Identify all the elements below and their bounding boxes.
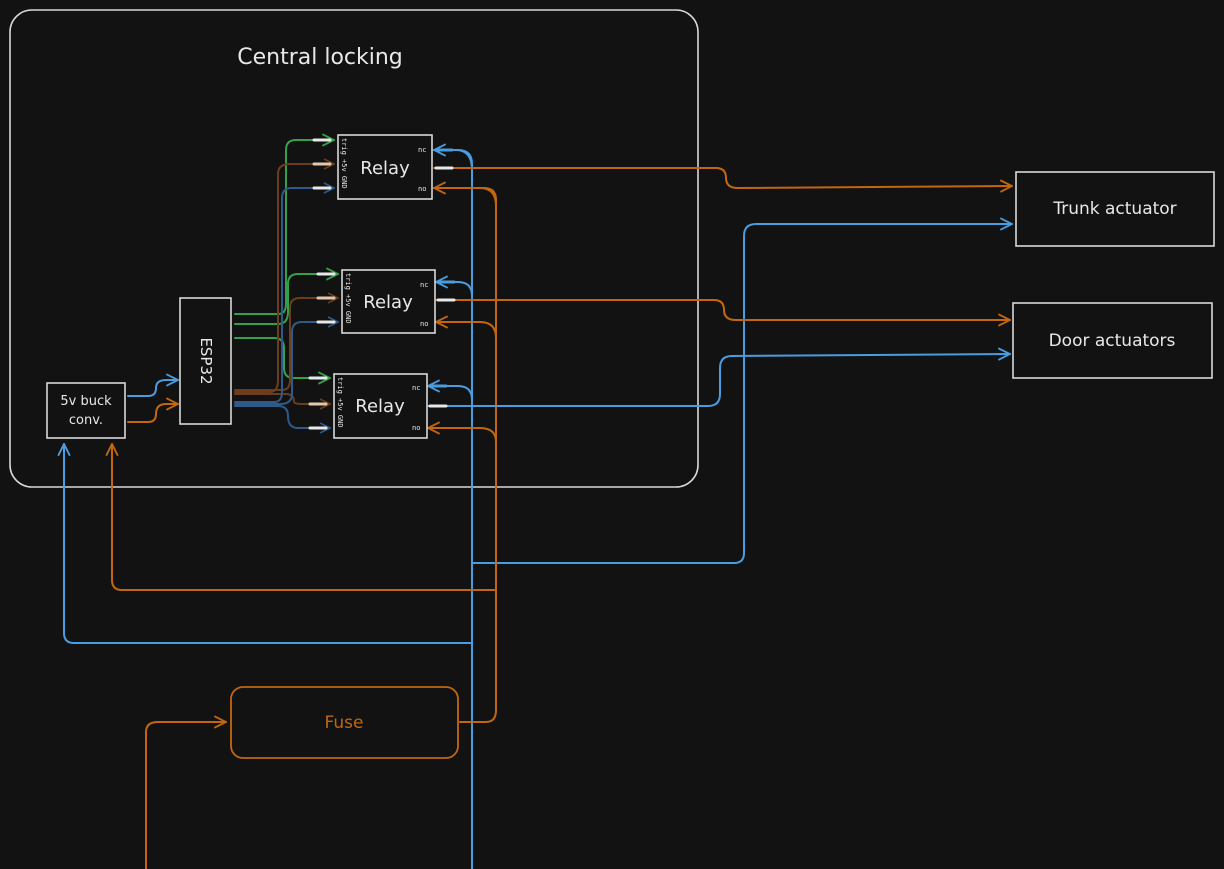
relay-3-nc-pin: nc xyxy=(412,384,420,392)
trunk-actuator: Trunk actuator xyxy=(1015,171,1215,247)
wire-gnd-relay-1 xyxy=(234,188,335,403)
buck-label-line-1: 5v buck xyxy=(60,394,112,409)
fuse: Fuse xyxy=(230,686,459,759)
fuse-label: Fuse xyxy=(325,713,364,733)
wire-orange-bus-to-buck xyxy=(112,444,497,591)
wire-power-to-fuse xyxy=(145,722,226,869)
buck-label-line-2: conv. xyxy=(69,413,103,428)
wire-relay-3-to-door xyxy=(427,354,1010,407)
buck-converter: 5v buck conv. xyxy=(46,382,126,439)
wire-relay-2-to-door xyxy=(435,299,1010,320)
relay-2-label: Relay xyxy=(363,292,413,313)
esp32-label: ESP32 xyxy=(197,337,215,384)
wire-5v-relay-1 xyxy=(234,164,335,393)
relay-3-no-pin: no xyxy=(412,424,420,432)
relay-1: Relay trig +5v GND nc no xyxy=(337,134,433,200)
wire-orange-main-bus xyxy=(433,187,497,723)
relay-1-left-pins: trig +5v GND xyxy=(340,138,348,189)
relay-1-no-pin: no xyxy=(418,185,426,193)
relay-1-nc-pin: nc xyxy=(418,146,426,154)
esp32-module: ESP32 xyxy=(179,297,232,425)
wire-blue-main-bus xyxy=(433,149,473,869)
wire-buck-gnd-to-esp32 xyxy=(127,404,178,423)
wire-blue-bus-relay-1-nc xyxy=(434,150,473,171)
wire-blue-bus-to-buck xyxy=(64,444,473,644)
wire-gnd-relay-3 xyxy=(234,405,331,428)
relay-2: Relay trig +5v GND nc no xyxy=(341,269,436,334)
wire-relay-1-to-trunk xyxy=(433,167,1012,188)
relay-1-label: Relay xyxy=(360,158,410,179)
relay-2-left-pins: trig +5v GND xyxy=(344,273,352,324)
wire-orange-bus-relay-3-no xyxy=(428,428,497,443)
relay-3-left-pins: trig +5v GND xyxy=(336,377,344,428)
wire-orange-bus-relay-1-no xyxy=(434,188,497,207)
wire-trigger-relay-1 xyxy=(234,140,334,315)
relay-3: Relay trig +5v GND nc no xyxy=(333,373,428,439)
central-locking-enclosure xyxy=(9,9,699,488)
wire-5v-relay-2 xyxy=(234,298,339,391)
wire-blue-bus-relay-2-nc xyxy=(436,282,473,297)
trunk-actuator-label: Trunk actuator xyxy=(1052,199,1176,219)
wire-5v-relay-3 xyxy=(234,393,331,404)
wire-buck-5v-to-esp32 xyxy=(127,380,178,397)
relay-2-no-pin: no xyxy=(420,320,428,328)
enclosure-title: Central locking xyxy=(237,45,403,70)
wire-blue-bus-to-trunk xyxy=(471,224,1012,564)
wire-blue-bus-relay-3-nc xyxy=(428,386,473,401)
wire-orange-bus-relay-2-no xyxy=(436,322,497,339)
door-actuators-label: Door actuators xyxy=(1049,331,1176,351)
relay-3-label: Relay xyxy=(355,396,405,417)
door-actuators: Door actuators xyxy=(1012,302,1213,379)
relay-2-nc-pin: nc xyxy=(420,281,428,289)
wire-gnd-relay-2 xyxy=(234,322,339,405)
